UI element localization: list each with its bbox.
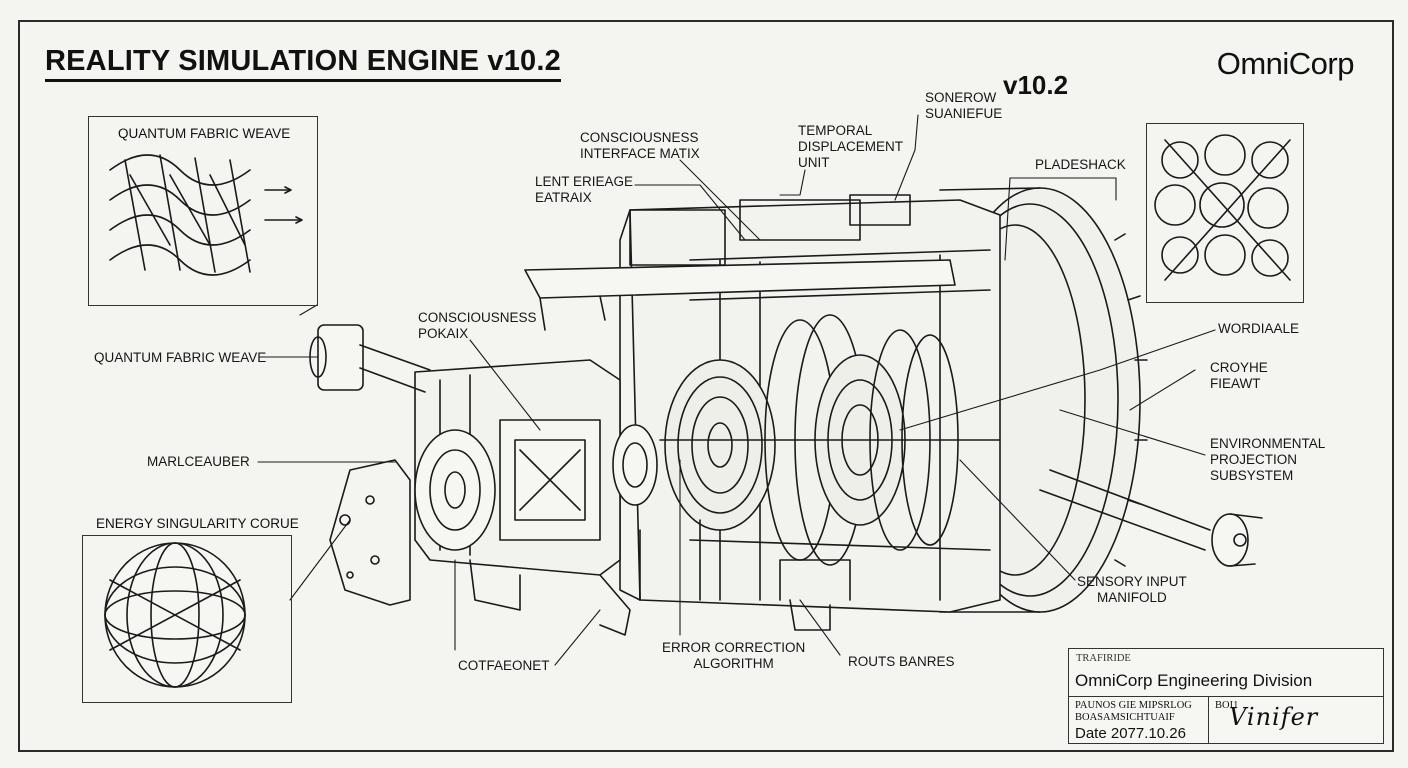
leader-lines (257, 114, 1216, 666)
energy-core-inset-title: ENERGY SINGULARITY CORUE (96, 516, 299, 531)
title-block-division: OmniCorp Engineering Division (1075, 671, 1313, 690)
label-lent-eriage: LENT ERIEAGE EATRAIX (535, 174, 634, 205)
label-quantum-fabric-weave: QUANTUM FABRIC WEAVE (94, 350, 267, 365)
signature-text: Vinifer (1229, 703, 1319, 731)
label-croyhe: CROYHE FIEAWT (1210, 360, 1268, 391)
label-temporal-displacement-unit: TEMPORAL DISPLACEMENT UNIT (798, 123, 904, 170)
input-shaft (309, 324, 431, 393)
quantum-fabric-inset (88, 116, 318, 306)
title-block-divider (1069, 696, 1383, 697)
lattice-inset (1146, 123, 1304, 303)
title-block: TRAFIRIDE OmniCorp Engineering Division … (1068, 648, 1384, 744)
top-rail (524, 259, 956, 299)
label-routs-banres: ROUTS BANRES (848, 654, 955, 669)
brand-logo-text: OmniCorp (1216, 46, 1355, 81)
title-block-vertical-divider (1208, 696, 1209, 743)
title-block-line1: PAUNOS GIE MIPSRLOG (1075, 700, 1192, 711)
rotor-stack (659, 314, 1001, 566)
label-marlceauber: MARLCEAUBER (147, 454, 250, 469)
label-consciousness-pokaix: CONSCIOUSNESS POKAIX (418, 310, 537, 341)
title-block-line2: BOASAMSICHTUAIF (1075, 712, 1175, 723)
output-shaft (1039, 469, 1263, 567)
lattice-drawing (1154, 134, 1291, 281)
label-sonerow: SONEROW SUANIEFUE (925, 90, 1003, 121)
title-block-header: TRAFIRIDE (1076, 653, 1131, 664)
title-block-code: BOI1 (1215, 700, 1239, 711)
end-plate (329, 459, 411, 606)
singularity-sphere-drawing (104, 542, 246, 688)
front-coupling (414, 424, 658, 551)
quantum-fabric-inset-title: QUANTUM FABRIC WEAVE (118, 126, 291, 141)
fabric-weave-drawing (109, 154, 303, 276)
title-block-signature: Vinifer (1229, 703, 1318, 731)
label-cotfaeonet: COTFAEONET (458, 658, 550, 673)
drawing-border (18, 20, 1394, 752)
label-pladeshack: PLADESHACK (1035, 157, 1126, 172)
label-sensory-input: SENSORY INPUT MANIFOLD (1077, 574, 1187, 605)
label-consciousness-interface-matix: CONSCIOUSNESS INTERFACE MATIX (580, 130, 700, 161)
version-label: v10.2 (1003, 70, 1069, 100)
energy-core-inset (82, 535, 292, 703)
title-block-date: Date 2077.10.26 (1075, 725, 1186, 742)
label-wordiaale: WORDIAALE (1218, 321, 1300, 336)
label-environmental-projection: ENVIRONMENTAL PROJECTION SUBSYSTEM (1210, 436, 1326, 483)
label-error-correction: ERROR CORRECTION ALGORITHM (662, 640, 806, 671)
page-title: REALITY SIMULATION ENGINE v10.2 (45, 44, 561, 82)
support-feet (469, 559, 831, 636)
